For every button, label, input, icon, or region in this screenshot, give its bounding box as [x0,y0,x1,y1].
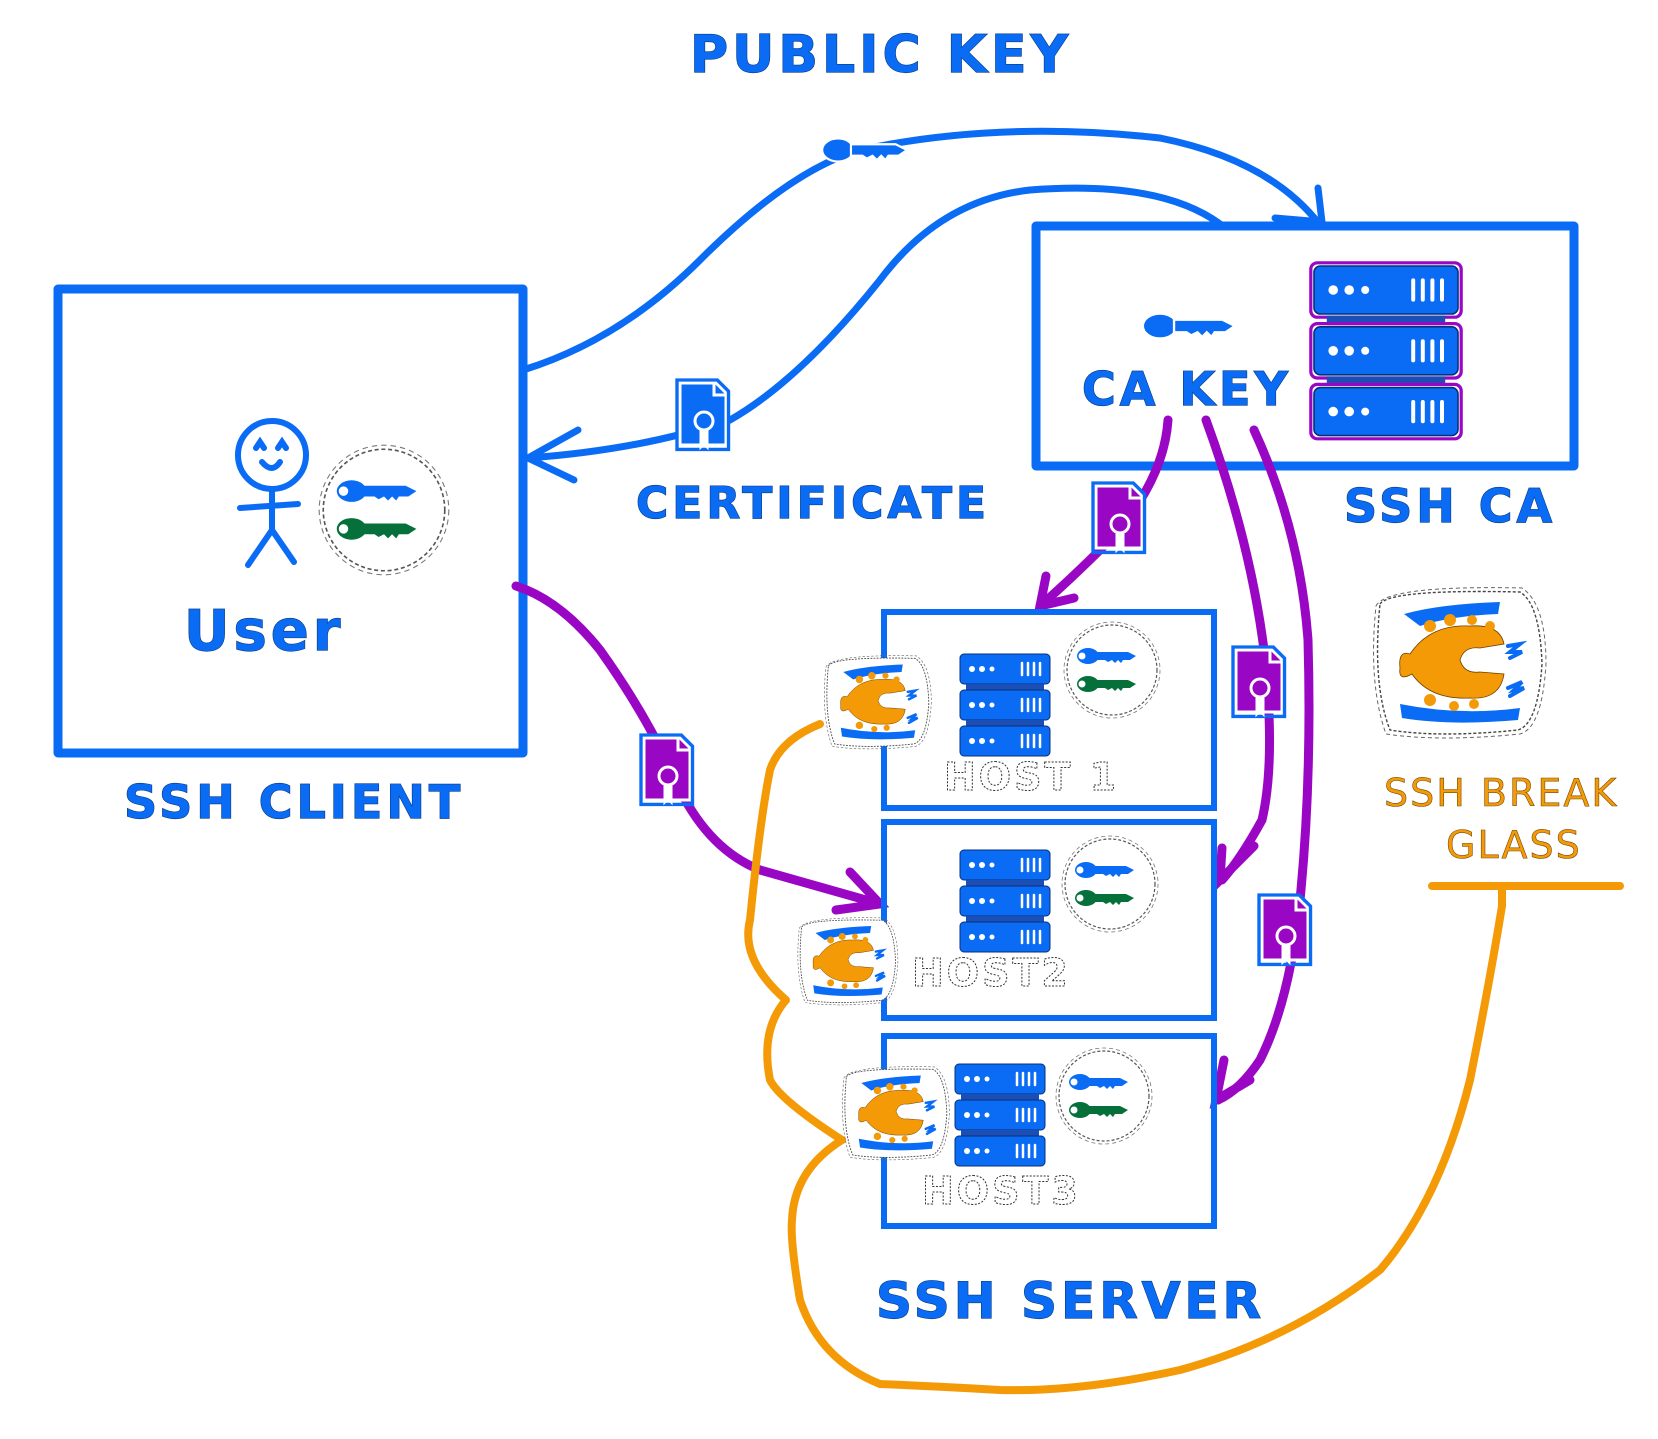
host3: HOST3 [881,1033,1217,1229]
certificate-arrow [524,184,1224,462]
host2-label: HOST2 [912,951,1071,995]
ssh-client-label: SSH CLIENT [124,775,464,829]
ssh-ca-box [1031,221,1579,471]
host1-label: HOST 1 [944,755,1119,799]
break-glass-label-line2: GLASS [1446,823,1582,867]
certificate-icon [675,378,731,451]
host2-box [881,819,1217,1021]
host2-break-glass-icon [796,916,900,1007]
ca-key-label: CA KEY [1082,362,1292,416]
ca-key-icon [1141,312,1237,340]
host3-server-icon [953,1062,1047,1168]
host1: HOST 1 [881,609,1217,811]
host3-keypair-icon [1056,1048,1152,1144]
ca-to-host2-certificate-icon [1231,645,1287,718]
ca-to-host1-arrowhead [1034,571,1079,612]
ca-to-host3-arrow [1213,425,1314,1105]
host2: HOST2 [881,819,1217,1021]
ca-to-host3-certificate-icon [1257,893,1313,966]
ssh-server-label: SSH SERVER [876,1272,1265,1330]
host3-label: HOST3 [922,1169,1081,1213]
certificate-arrowhead [520,426,582,484]
break-glass-label-line1: SSH BREAK [1384,771,1618,815]
ca-server-stack-icon [1309,261,1463,441]
ssh-client-box [53,284,528,758]
client-to-host2-arrow [511,581,885,909]
host3-break-glass-icon [841,1065,951,1162]
public-key-title: PUBLIC KEY [690,25,1072,85]
ca-to-host1-certificate-icon [1091,481,1147,554]
host1-server-icon [958,652,1052,758]
certificate-label: CERTIFICATE [636,478,990,529]
ca-to-host2-arrowhead [1214,841,1259,892]
host1-break-glass-icon [823,654,933,751]
user-keypair-icon [319,445,449,575]
host2-server-icon [958,848,1052,954]
client-to-host2-arrowhead [831,867,890,915]
user-label: User [184,599,344,664]
client-to-host2-certificate-icon [639,733,695,806]
host1-keypair-icon [1064,622,1160,718]
host2-keypair-icon [1062,836,1158,932]
break-glass-connector [787,882,1624,1395]
stick-figure-icon [235,418,309,568]
break-glass-icon [1371,585,1548,740]
break-glass-host-links [744,720,846,1144]
ca-to-host3-arrowhead [1209,1055,1255,1109]
ssh-ca-label: SSH CA [1344,479,1556,533]
